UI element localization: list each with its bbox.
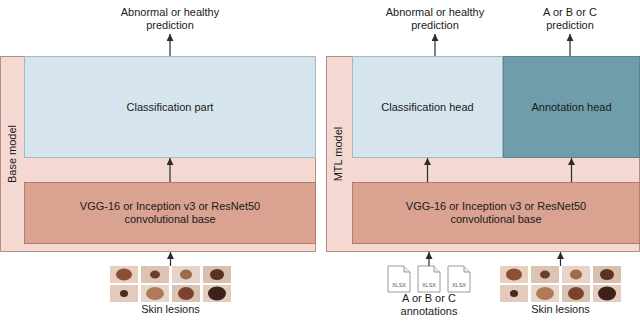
input-caption: A or B or C annotations bbox=[384, 292, 474, 318]
arrow-connector bbox=[170, 252, 171, 266]
box-text: VGG-16 or Inception v3 or ResNet50 convo… bbox=[63, 200, 278, 226]
arrow-connector bbox=[427, 158, 428, 182]
arrow-connector bbox=[169, 158, 170, 182]
input-group: Skin lesions bbox=[110, 266, 231, 318]
file-type: XLSX bbox=[392, 282, 406, 288]
box-text: Classification part bbox=[127, 101, 214, 114]
classification-box: Classification head bbox=[352, 56, 503, 158]
prediction-output: Abnormal or healthy prediction bbox=[375, 4, 495, 34]
convolutional-base: VGG-16 or Inception v3 or ResNet50 convo… bbox=[352, 182, 640, 244]
input-caption: Skin lesions bbox=[531, 303, 590, 316]
classification-box: Classification part bbox=[24, 56, 316, 158]
box-text: Annotation head bbox=[531, 101, 611, 114]
model-name: MTL model bbox=[332, 127, 345, 182]
file-icon bbox=[388, 266, 410, 292]
file-icon bbox=[448, 266, 470, 292]
arrow-connector bbox=[434, 34, 435, 56]
arrow-connector bbox=[560, 252, 561, 266]
box-text: Abnormal or healthy prediction bbox=[380, 6, 490, 32]
prediction-output: A or B or C prediction bbox=[530, 4, 610, 34]
file-type: XLSX bbox=[452, 282, 466, 288]
arrow-connector bbox=[569, 34, 570, 56]
convolutional-base: VGG-16 or Inception v3 or ResNet50 convo… bbox=[24, 182, 316, 244]
input-caption: Skin lesions bbox=[141, 303, 200, 316]
box-text: A or B or C prediction bbox=[535, 6, 605, 32]
file-type: XLSX bbox=[422, 282, 436, 288]
model-name: Base model bbox=[6, 125, 19, 183]
box-text: Abnormal or healthy prediction bbox=[115, 6, 225, 32]
box-text: Classification head bbox=[381, 101, 473, 114]
file-icon bbox=[418, 266, 440, 292]
lesion-images bbox=[500, 266, 621, 302]
lesion-images bbox=[110, 266, 231, 302]
model-frame: MTL model Classification head Annotation h… bbox=[326, 56, 640, 252]
annotation-box: Annotation head bbox=[503, 56, 640, 158]
input-group: Skin lesions bbox=[500, 266, 621, 318]
input-group: A or B or C annotations bbox=[379, 266, 479, 320]
arrow-connector bbox=[428, 252, 429, 266]
prediction-output: Abnormal or healthy prediction bbox=[110, 4, 230, 34]
box-text: VGG-16 or Inception v3 or ResNet50 convo… bbox=[389, 200, 604, 226]
model-frame: Base model Classification partVGG-16 or I… bbox=[0, 56, 316, 252]
arrow-connector bbox=[169, 34, 170, 56]
arrow-connector bbox=[571, 158, 572, 182]
